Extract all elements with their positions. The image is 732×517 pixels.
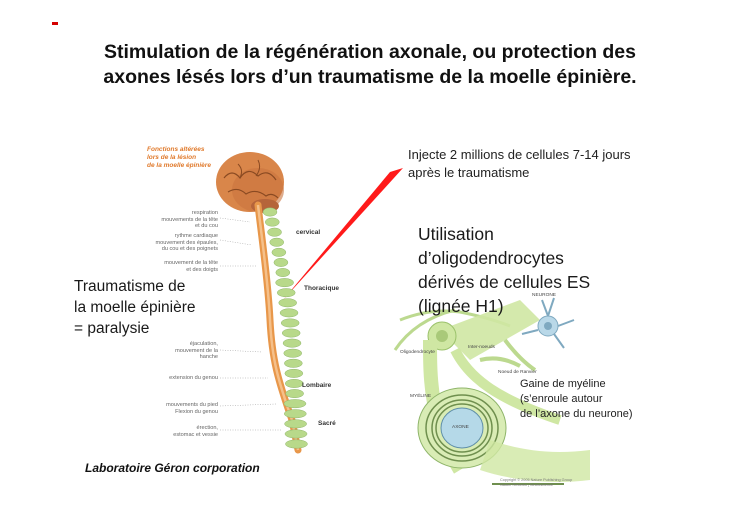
vertebrae [262, 207, 308, 449]
fl6-l1: mouvements du pied [166, 402, 218, 408]
vertebra [285, 379, 304, 388]
vertebra [281, 328, 301, 338]
region-thoracique: Thoracique [304, 285, 340, 292]
fl4-l2: mouvement de la [175, 347, 218, 354]
vertebra [273, 257, 289, 267]
page-title: Stimulation de la régénération axonale, … [40, 40, 700, 90]
injection-line-2: après le traumatisme [408, 165, 530, 180]
vertebra [285, 439, 308, 449]
utilisation-line-2: d’oligodendrocytes [418, 248, 564, 268]
function-label-5: extension du genou [128, 375, 218, 382]
fl5-l1: extension du genou [169, 375, 218, 381]
injection-note: Injecte 2 millions de cellules 7-14 jour… [408, 146, 631, 182]
vertebra [284, 429, 308, 439]
fl1-l3: et du cou [194, 223, 218, 230]
trauma-note: Traumatisme de la moelle épinière = para… [74, 276, 196, 339]
fl2-l3: du cou et des poignets [161, 246, 218, 253]
vertebra [275, 268, 291, 277]
trauma-line-3: = paralysie [74, 320, 150, 337]
function-label-3: mouvement de la tête et des doigts [128, 260, 218, 273]
function-label-1: respiration mouvements de la tête et du … [128, 210, 218, 230]
vertebra [284, 358, 303, 368]
copyright-line-1: Copyright © 2005 Nature Publishing Group [500, 478, 573, 482]
fl2-l1: rythme cardiaque [174, 233, 218, 239]
spine-figure-heading: Fonctions altérées lors de la lésion de … [147, 146, 211, 170]
region-lombaire: Lombaire [302, 382, 332, 389]
function-label-7: érection, estomac et vessie [128, 425, 218, 438]
label-ranvier: Noeud de Ranvier [498, 370, 537, 375]
vertebra [265, 217, 280, 227]
oligodendrocyte-illustration [393, 297, 590, 485]
vertebra [278, 298, 297, 308]
vertebra [282, 338, 302, 348]
fl2-l2: mouvement des épaules, [155, 239, 218, 246]
fig-heading-line-3: de la moelle épinière [147, 162, 211, 169]
fl4-l3: hanche [199, 354, 218, 361]
red-mark [52, 22, 58, 25]
vertebra [280, 318, 300, 328]
fl7-l1: érection, [196, 425, 218, 431]
vertebra [283, 399, 307, 409]
fig-heading-line-1: Fonctions altérées [147, 146, 205, 153]
label-oligodendrocyte: Oligodendrocyte [400, 350, 435, 355]
gaine-line-3: de l’axone du neurone) [520, 408, 633, 420]
gaine-line-2: (s’enroule autour [520, 393, 603, 405]
region-cervical: cervical [296, 229, 321, 236]
leader-lines [219, 217, 282, 431]
function-label-4: éjaculation, mouvement de la hanche [128, 341, 218, 361]
vertebra [269, 237, 284, 247]
fl1-l2: mouvements de la tête [161, 216, 218, 223]
vertebra [275, 278, 294, 288]
vertebra [284, 409, 307, 419]
vertebra [267, 227, 282, 237]
fl3-l2: et des doigts [186, 266, 218, 273]
vertebra [271, 247, 287, 257]
fig-heading-line-2: lors de la lésion [147, 154, 197, 161]
lab-credit: Laboratoire Géron corporation [85, 461, 260, 475]
vertebra [283, 348, 303, 358]
trauma-line-1: Traumatisme de [74, 278, 186, 295]
fl1-l1: respiration [191, 210, 218, 216]
label-internode: Inter-noeuds [468, 345, 495, 350]
vertebra [276, 288, 296, 298]
vertebra [279, 308, 299, 318]
label-neurone: NEURONE [532, 293, 556, 298]
gaine-line-1: Gaine de myéline [520, 378, 606, 390]
function-label-2: rythme cardiaque mouvement des épaules, … [128, 233, 218, 253]
injection-arrow [283, 168, 403, 300]
label-myeline: MYÉLINE [410, 394, 432, 399]
vertebra [285, 389, 304, 399]
label-axone: AXONE [452, 425, 469, 430]
fl6-l2: Flexion du genou [175, 408, 218, 415]
utilisation-line-4: (lignée H1) [418, 296, 504, 316]
vertebra [284, 419, 307, 429]
title-line-2: axones lésés lors d’un traumatisme de la… [103, 66, 637, 88]
function-label-6: mouvements du pied Flexion du genou [128, 402, 218, 415]
utilisation-line-3: dérivés de cellules ES [418, 272, 591, 292]
injection-line-1: Injecte 2 millions de cellules 7-14 jour… [408, 147, 631, 162]
title-line-1: Stimulation de la régénération axonale, … [103, 41, 636, 63]
myelin-note: Gaine de myéline (s’enroule autour de l’… [520, 377, 633, 422]
vertebra [262, 207, 278, 217]
brain [216, 152, 284, 213]
fl4-l1: éjaculation, [189, 341, 218, 347]
vertebra [284, 368, 304, 378]
fl3-l1: mouvement de la tête [164, 260, 218, 266]
region-sacre: Sacré [318, 420, 336, 427]
figure-copyright: Copyright © 2005 Nature Publishing Group… [500, 478, 572, 488]
oligodendrocyte-note: Utilisation d’oligodendrocytes dérivés d… [418, 222, 590, 318]
trauma-line-2: la moelle épinière [74, 299, 196, 316]
copyright-line-2: Nature Reviews | Neuroscience [500, 483, 554, 487]
fl7-l2: estomac et vessie [173, 431, 218, 438]
utilisation-line-1: Utilisation [418, 224, 494, 244]
